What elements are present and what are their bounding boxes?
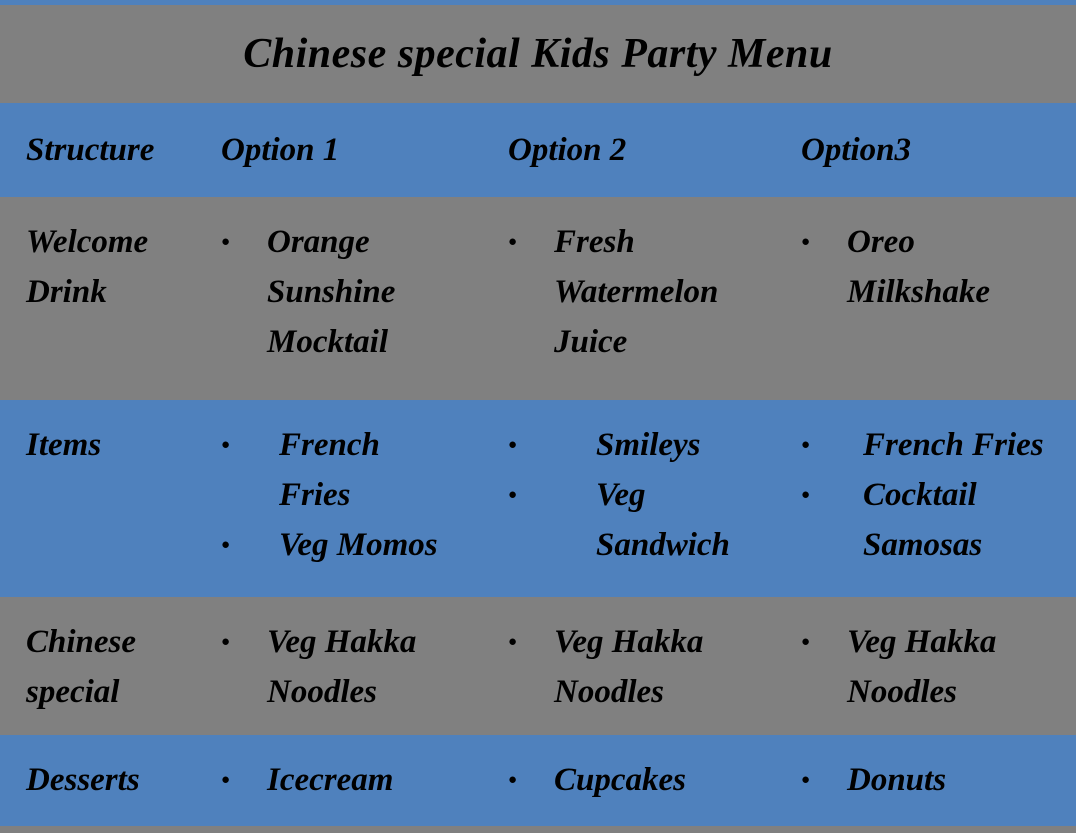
menu-list-item: ● Oreo Milkshake <box>801 217 1070 317</box>
menu-list-item: ● Veg Hakka Noodles <box>221 617 476 717</box>
menu-item-text: Icecream <box>267 762 394 798</box>
column-header-label: Option3 <box>801 131 912 168</box>
top-border-bar <box>0 0 1076 5</box>
bottom-border-bar <box>0 826 1076 833</box>
header-row: Structure Option 1 Option 2 Option3 <box>0 103 1076 197</box>
menu-item-text: Smileys <box>596 427 701 463</box>
table-body: Welcome Drink ● Orange Sunshine Mocktail ● F… <box>0 197 1076 826</box>
cell-option3: ● French Fries ● Cocktail Samosas <box>775 400 1076 597</box>
row-label-cell: Chinese special <box>0 597 195 735</box>
bullet-icon: ● <box>801 772 811 788</box>
column-header-label: Option 1 <box>221 131 340 168</box>
bullet-icon: ● <box>801 487 811 503</box>
bullet-icon: ● <box>508 772 518 788</box>
menu-item-text: Veg Hakka Noodles <box>267 624 417 710</box>
menu-list-item: ● Cocktail Samosas <box>801 470 1070 570</box>
menu-item-text: Veg Momos <box>279 527 438 563</box>
bullet-icon: ● <box>508 437 518 453</box>
row-label: Welcome Drink <box>26 224 149 310</box>
cell-option1: ● French Fries ● Veg Momos <box>195 400 482 597</box>
row-label: Desserts <box>26 762 140 798</box>
page-title: Chinese special Kids Party Menu <box>243 31 833 77</box>
column-header-structure: Structure <box>0 132 195 169</box>
cell-option1: ● Icecream <box>195 735 482 826</box>
cell-option2: ● Cupcakes <box>482 735 775 826</box>
menu-list-item: ● Veg Sandwich <box>508 470 769 570</box>
column-header-option2: Option 2 <box>482 132 775 169</box>
cell-option3: ● Donuts <box>775 735 1076 826</box>
bullet-icon: ● <box>221 234 231 250</box>
menu-item-text: French Fries <box>279 427 380 513</box>
menu-item-text: Veg Hakka Noodles <box>554 624 704 710</box>
menu-list-item: ● Smileys <box>508 420 769 470</box>
menu-item-text: Orange Sunshine Mocktail <box>267 224 396 360</box>
bullet-icon: ● <box>801 634 811 650</box>
bullet-icon: ● <box>221 437 231 453</box>
bullet-icon: ● <box>508 234 518 250</box>
bullet-icon: ● <box>221 772 231 788</box>
cell-option1: ● Orange Sunshine Mocktail <box>195 197 482 400</box>
cell-option2: ● Fresh Watermelon Juice <box>482 197 775 400</box>
menu-list-item: ● Fresh Watermelon Juice <box>508 217 769 367</box>
column-header-label: Option 2 <box>508 131 627 168</box>
bullet-icon: ● <box>508 634 518 650</box>
menu-list-item: ● Icecream <box>221 755 476 805</box>
menu-item-text: Oreo Milkshake <box>847 224 991 310</box>
menu-list-item: ● Veg Hakka Noodles <box>508 617 769 717</box>
menu-item-text: French Fries <box>863 427 1044 463</box>
menu-list-item: ● Donuts <box>801 755 1070 805</box>
menu-row-welcome-drink: Welcome Drink ● Orange Sunshine Mocktail ● F… <box>0 197 1076 400</box>
menu-row-desserts: Desserts ● Icecream ● Cupcakes ● Donuts <box>0 735 1076 826</box>
row-label-cell: Welcome Drink <box>0 197 195 400</box>
menu-list-item: ● French Fries <box>801 420 1070 470</box>
row-label-cell: Items <box>0 400 195 597</box>
menu-item-text: Cocktail Samosas <box>863 477 983 563</box>
row-label: Items <box>26 427 102 463</box>
bullet-icon: ● <box>221 537 231 553</box>
column-header-option1: Option 1 <box>195 132 482 169</box>
bullet-icon: ● <box>221 634 231 650</box>
bullet-icon: ● <box>801 234 811 250</box>
menu-item-text: Cupcakes <box>554 762 686 798</box>
column-header-option3: Option3 <box>775 132 1076 169</box>
cell-option1: ● Veg Hakka Noodles <box>195 597 482 735</box>
menu-item-text: Fresh Watermelon Juice <box>554 224 719 360</box>
cell-option3: ● Oreo Milkshake <box>775 197 1076 400</box>
row-label-cell: Desserts <box>0 735 195 826</box>
cell-option2: ● Veg Hakka Noodles <box>482 597 775 735</box>
title-row: Chinese special Kids Party Menu <box>0 5 1076 103</box>
row-label: Chinese special <box>26 624 137 710</box>
menu-list-item: ● Veg Momos <box>221 520 476 570</box>
menu-item-text: Veg Sandwich <box>596 477 730 563</box>
menu-list-item: ● Orange Sunshine Mocktail <box>221 217 476 367</box>
menu-list-item: ● Cupcakes <box>508 755 769 805</box>
menu-row-items: Items ● French Fries ● Veg Momos ● Smileys ● Veg… <box>0 400 1076 597</box>
menu-list-item: ● French Fries <box>221 420 476 520</box>
menu-list-item: ● Veg Hakka Noodles <box>801 617 1070 717</box>
bullet-icon: ● <box>801 437 811 453</box>
menu-item-text: Donuts <box>847 762 947 798</box>
column-header-label: Structure <box>26 131 155 168</box>
bullet-icon: ● <box>508 487 518 503</box>
menu-row-chinese-special: Chinese special ● Veg Hakka Noodles ● Veg Ha… <box>0 597 1076 735</box>
cell-option2: ● Smileys ● Veg Sandwich <box>482 400 775 597</box>
menu-item-text: Veg Hakka Noodles <box>847 624 997 710</box>
cell-option3: ● Veg Hakka Noodles <box>775 597 1076 735</box>
